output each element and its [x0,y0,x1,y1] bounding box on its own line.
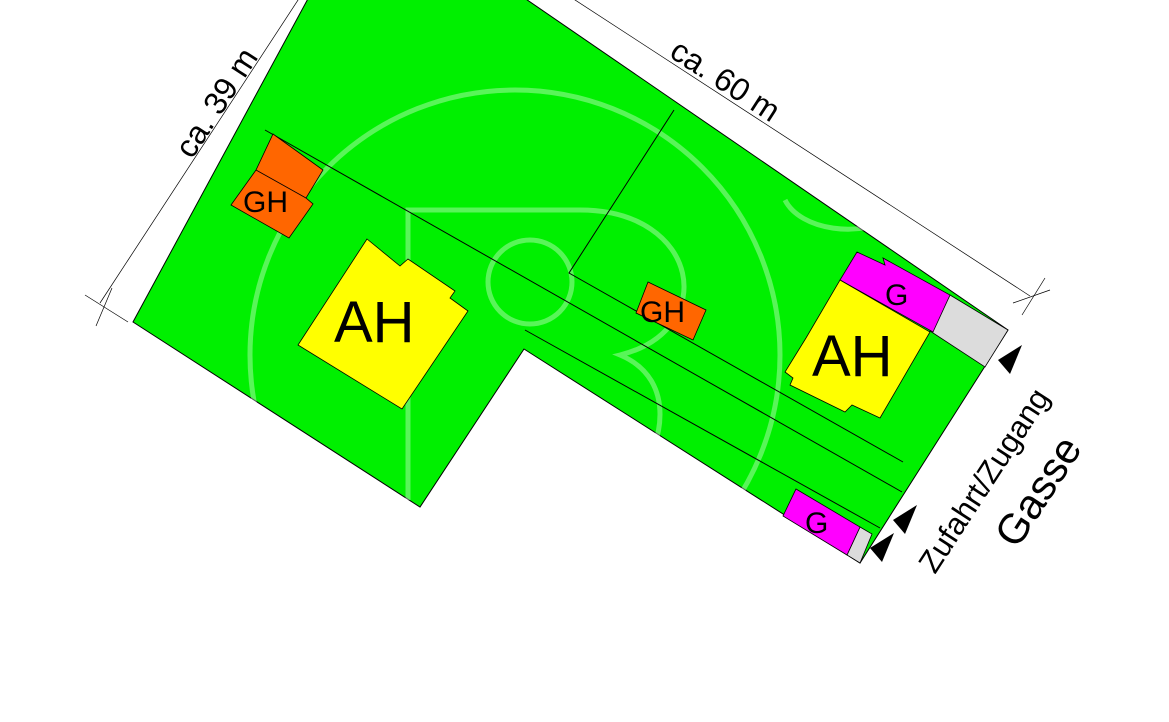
house-right [784,279,931,419]
watermark-logo [247,87,902,623]
garage-bottom [782,488,861,556]
label-ah-right: AH [812,324,893,389]
access-arrow-icon [893,505,917,534]
garden-house-middle [635,281,707,341]
label-g-bottom: G [805,507,828,540]
plot-area [132,0,1009,564]
access-arrow-icon [870,533,894,562]
parcel-lines [264,109,904,529]
label-g-top: G [885,279,908,312]
label-ah-left: AH [334,290,415,355]
house-left [297,238,469,410]
access-arrow-icon [998,345,1022,374]
label-gh-middle: GH [640,296,685,329]
label-gh-left: GH [243,186,288,219]
dimension-lines [84,0,1051,327]
garden-house-left [230,133,324,239]
